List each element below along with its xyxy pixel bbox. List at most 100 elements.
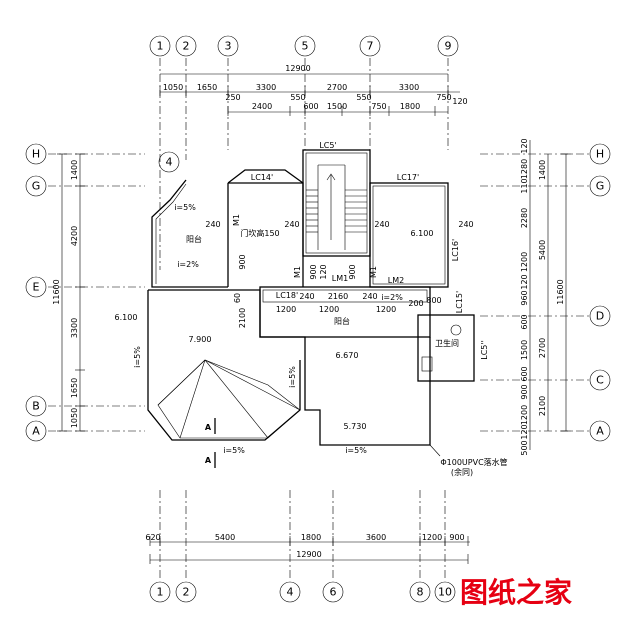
- dim-top-total: 12900: [285, 64, 310, 73]
- label-elev-6100-right: 6.100: [411, 229, 434, 238]
- label-w2160: 2160: [328, 292, 348, 301]
- axis-bubbles-right: H G D C A: [589, 143, 611, 442]
- dim-right-120a: 120: [520, 138, 529, 153]
- dim-top-550a: 550: [290, 93, 305, 102]
- dim-top-3300b: 3300: [399, 83, 419, 92]
- dim-bottom-900: 900: [449, 533, 464, 542]
- dim-right-600b: 600: [520, 366, 529, 381]
- dim-right-2100: 2100: [538, 396, 547, 416]
- plan-labels: LC5' LC17' LC14' LC16' LC18' LC15' LC5''…: [115, 141, 508, 477]
- dim-right-1200b: 1200: [520, 405, 529, 425]
- label-elev-6670: 6.670: [336, 351, 359, 360]
- axis-right-h: H: [596, 148, 604, 161]
- label-w240-4: 240: [458, 220, 473, 229]
- dim-top-600: 600: [303, 102, 318, 111]
- dim-left-1050: 1050: [70, 408, 79, 428]
- dim-top-3300a: 3300: [256, 83, 276, 92]
- label-w1200-1: 1200: [276, 305, 296, 314]
- label-w900-1: 900: [238, 254, 247, 269]
- dim-bottom-total: 12900: [296, 550, 321, 559]
- label-slope-nw2: i=5%: [174, 203, 196, 212]
- dim-top-2400: 2400: [252, 102, 272, 111]
- axis-bubbles-top: 1 2 3 5 7 9: [149, 35, 459, 57]
- axis-bottom-8: 8: [417, 586, 424, 599]
- label-w2100: 2100: [238, 308, 247, 328]
- label-balcony-nw: 阳台: [186, 234, 202, 244]
- axis-right-g: G: [596, 180, 605, 193]
- label-lc5: LC5': [319, 141, 336, 150]
- label-section-a2: A: [205, 456, 212, 465]
- axis-left-h: H: [32, 148, 40, 161]
- dim-bottom-5400: 5400: [215, 533, 235, 542]
- dim-right-1280: 1280: [520, 159, 529, 179]
- label-elev-5730: 5.730: [344, 422, 367, 431]
- label-lc14: LC14': [251, 173, 273, 182]
- dim-right-5400: 5400: [538, 240, 547, 260]
- label-downpipe-note: (余同): [451, 467, 473, 477]
- dim-right-110: 110: [520, 178, 529, 193]
- dim-right-600a: 600: [520, 314, 529, 329]
- label-lc17: LC17': [397, 173, 419, 182]
- dim-right-1200a: 1200: [520, 252, 529, 272]
- dim-top-1050: 1050: [163, 83, 183, 92]
- svg-text:4: 4: [166, 156, 173, 169]
- label-elev-6100-left: 6.100: [115, 313, 138, 322]
- axis-left-b: B: [32, 400, 40, 413]
- dim-right-120c: 120: [520, 424, 529, 439]
- label-w240-5: 240: [299, 292, 314, 301]
- label-m1c: M1: [369, 266, 378, 278]
- axis-top-3: 3: [225, 40, 232, 53]
- axis-bubbles-bottom: 1 2 4 6 8 10: [149, 581, 456, 603]
- axis-bottom-2: 2: [183, 586, 190, 599]
- dim-top-550b: 550: [356, 93, 371, 102]
- axis-left-e: E: [33, 281, 40, 294]
- axis-bottom-10: 10: [438, 586, 452, 599]
- label-lc16: LC16': [451, 239, 460, 261]
- axis-right-c: C: [596, 374, 604, 387]
- label-slope-left: i=5%: [133, 346, 142, 368]
- watermark-logo: 图纸之家: [460, 576, 572, 609]
- axis-top-9: 9: [445, 40, 452, 53]
- label-lm1: LM1: [332, 274, 348, 283]
- dim-left-3300: 3300: [70, 318, 79, 338]
- dim-left-4200: 4200: [70, 226, 79, 246]
- dim-top-120: 120: [452, 97, 467, 106]
- label-slope-nw: i=2%: [177, 260, 199, 269]
- axis-top-5: 5: [302, 40, 309, 53]
- label-w1200-2: 1200: [319, 305, 339, 314]
- label-w1200-3: 1200: [376, 305, 396, 314]
- axis-top-1: 1: [157, 40, 164, 53]
- dim-bottom-3600: 3600: [366, 533, 386, 542]
- label-slope-mid: i=2%: [381, 293, 403, 302]
- dim-left-total: 11600: [52, 279, 61, 304]
- plan-walls: [147, 149, 475, 446]
- dim-top-1650: 1650: [197, 83, 217, 92]
- label-m1a: M1: [232, 214, 241, 226]
- dim-top-1800: 1800: [400, 102, 420, 111]
- dimensions-top: 12900 1050 1650 3300 2700 3300 120 250 5…: [159, 64, 468, 116]
- dim-right-500: 500: [520, 440, 529, 455]
- dim-left-1650: 1650: [70, 378, 79, 398]
- dim-right-total: 11600: [556, 279, 565, 304]
- axis-left-a: A: [32, 425, 40, 438]
- label-downpipe: Φ100UPVC落水管: [440, 457, 507, 467]
- axis-right-a: A: [596, 425, 604, 438]
- dim-top-750: 750: [436, 93, 451, 102]
- label-lc15: LC15': [455, 291, 464, 313]
- label-m1b: M1: [293, 266, 302, 278]
- label-w240-6: 240: [362, 292, 377, 301]
- axis-top-7: 7: [367, 40, 374, 53]
- dim-right-960: 960: [520, 290, 529, 305]
- label-section-a1: A: [205, 423, 212, 432]
- label-w60: 60: [233, 293, 242, 303]
- axis-top-2: 2: [183, 40, 190, 53]
- axis-4-marker: 4: [158, 151, 180, 173]
- dimensions-right: 120 1280 110 2280 1200 120 960 600 1500 …: [520, 138, 571, 456]
- downpipe-leader: [429, 444, 441, 457]
- axis-bottom-1: 1: [157, 586, 164, 599]
- label-slope-bottom1: i=5%: [223, 446, 245, 455]
- dim-top-2700: 2700: [327, 83, 347, 92]
- label-w240-3: 240: [374, 220, 389, 229]
- axis-right-d: D: [596, 310, 604, 323]
